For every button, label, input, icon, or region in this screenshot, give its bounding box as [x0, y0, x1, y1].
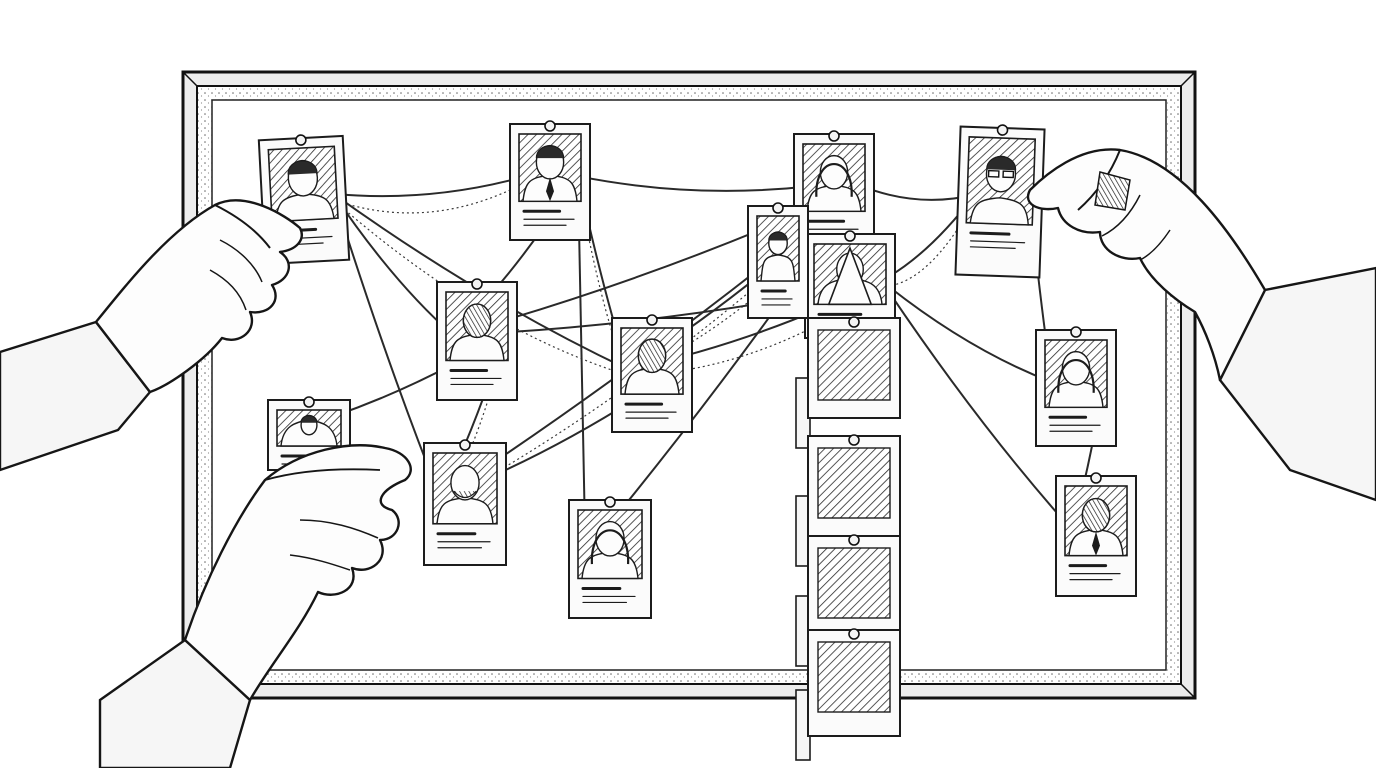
push-pin: [1090, 472, 1102, 484]
push-pin: [471, 278, 483, 290]
hooded-figure-portrait: [817, 245, 883, 306]
push-pin: [1070, 326, 1082, 338]
suspect-card-man-suit: [509, 120, 591, 241]
suspect-card-woman-bob: [1035, 326, 1117, 447]
push-pin: [848, 316, 860, 328]
woman-straight-hair-portrait: [581, 520, 639, 580]
blank-photo: [795, 534, 901, 667]
man-glasses-portrait: [969, 155, 1029, 226]
card-text-line: [969, 231, 1011, 236]
left-hand-upper: [0, 199, 303, 472]
red-string-thread: [333, 175, 527, 198]
push-pin: [459, 439, 471, 451]
loose-thread: [577, 182, 629, 376]
red-string-thread: [880, 280, 1073, 531]
card-text-line: [970, 240, 1026, 244]
right-hand: [1026, 148, 1376, 502]
woman-long-hair-portrait: [806, 154, 862, 212]
man-suit-portrait: [522, 144, 578, 202]
push-pin: [848, 534, 860, 546]
red-string-thread: [880, 280, 1053, 384]
push-pin: [828, 130, 840, 142]
man-curly-hair-portrait: [449, 303, 505, 362]
suspect-cards: [257, 120, 1137, 619]
push-pin: [646, 314, 658, 326]
push-pin: [303, 396, 315, 408]
partial-face-portrait: [760, 231, 796, 282]
woman-bob-portrait: [1048, 350, 1104, 408]
push-pin: [996, 124, 1009, 136]
suspect-card-partial-face: [747, 202, 809, 319]
push-pin: [604, 496, 616, 508]
card-text-line: [969, 246, 1016, 249]
bald-bearded-man-portrait: [436, 464, 494, 525]
suspect-card-man-stubble: [611, 314, 693, 433]
man-tie-portrait: [1068, 497, 1124, 557]
suspect-card-man-tie: [1055, 472, 1137, 597]
man-short-hair-portrait: [275, 159, 335, 223]
blank-photo: [795, 434, 901, 567]
suspect-card-man-short-hair: [257, 134, 351, 266]
man-stubble-portrait: [624, 338, 680, 395]
push-pin: [772, 202, 784, 214]
suspect-card-woman-straight-hair: [568, 496, 652, 619]
blank-photo: [795, 628, 901, 761]
partial-face-portrait: [280, 414, 338, 447]
push-pin: [848, 434, 860, 446]
push-pin: [844, 230, 856, 242]
suspect-card-man-curly-hair: [436, 278, 518, 401]
red-string-thread: [577, 175, 811, 192]
push-pin: [848, 628, 860, 640]
loose-thread: [333, 199, 629, 376]
blank-photo: [795, 316, 901, 449]
push-pin: [544, 120, 556, 132]
blank-photo-stack: [795, 316, 901, 761]
suspect-card-bald-bearded-man: [423, 439, 507, 566]
left-hand-lower: [98, 444, 412, 768]
push-pin: [295, 134, 307, 146]
